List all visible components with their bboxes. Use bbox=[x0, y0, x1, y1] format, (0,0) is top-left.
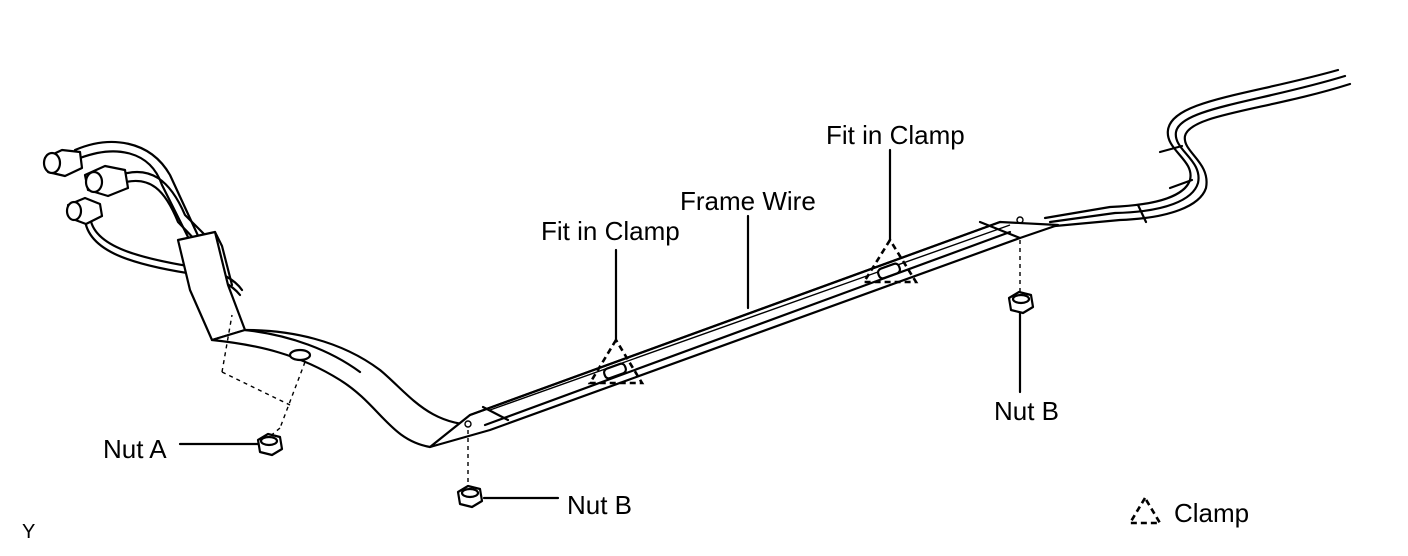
connector-2 bbox=[83, 164, 130, 198]
label-corner-code: Y bbox=[22, 521, 35, 543]
nut-b-right-part bbox=[1007, 290, 1035, 315]
legend-clamp-triangle bbox=[1127, 495, 1163, 525]
connector-1 bbox=[42, 148, 84, 178]
label-fit-in-clamp-left: Fit in Clamp bbox=[541, 216, 680, 246]
label-nut-a: Nut A bbox=[103, 434, 167, 464]
connector-3 bbox=[65, 196, 104, 226]
label-frame-wire: Frame Wire bbox=[680, 186, 816, 216]
wire-harness-right bbox=[1043, 68, 1352, 228]
label-nut-b-bottom: Nut B bbox=[567, 490, 632, 520]
label-legend-clamp: Clamp bbox=[1174, 498, 1249, 528]
nut-a-part bbox=[256, 432, 284, 457]
clamp-triangle-right bbox=[861, 237, 919, 284]
clamp-triangle-left bbox=[587, 337, 645, 385]
frame-wire-bracket bbox=[176, 216, 1060, 449]
nut-b-bottom-part bbox=[456, 484, 484, 509]
label-fit-in-clamp-right: Fit in Clamp bbox=[826, 120, 965, 150]
label-nut-b-right: Nut B bbox=[994, 396, 1059, 426]
